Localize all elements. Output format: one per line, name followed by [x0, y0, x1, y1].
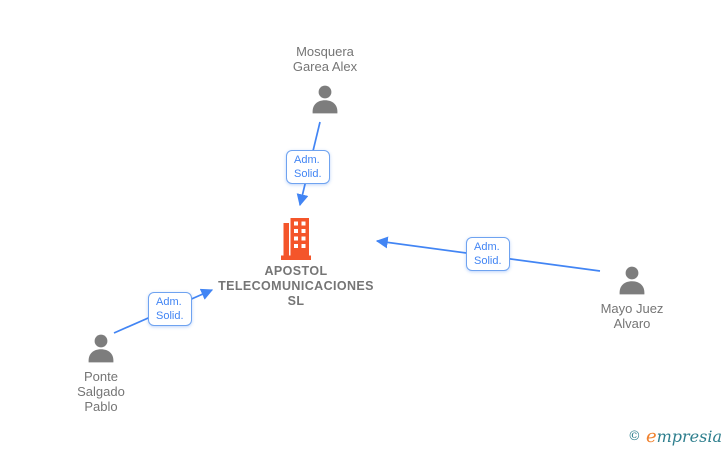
node-person-mosquera[interactable]: Mosquera Garea Alex — [255, 44, 395, 114]
node-company-apostol[interactable]: APOSTOL TELECOMUNICACIONES SL — [216, 218, 376, 309]
person-name-line: Mosquera — [296, 44, 354, 59]
person-name-line: Ponte — [84, 369, 118, 384]
edge-label-line: Adm. — [156, 296, 182, 308]
company-name-line: SL — [287, 294, 305, 308]
person-name-line: Garea Alex — [292, 59, 358, 74]
company-name: APOSTOL TELECOMUNICACIONES SL — [218, 264, 374, 309]
company-name-line: APOSTOL — [264, 264, 328, 278]
building-icon — [281, 218, 311, 260]
company-name-line: TELECOMUNICACIONES — [218, 279, 374, 293]
person-icon — [86, 334, 116, 363]
edge-label-mayo: Adm. Solid. — [466, 237, 510, 271]
edge-label-line: Adm. — [474, 241, 500, 253]
brand-rest: mpresia — [656, 427, 722, 446]
person-icon — [310, 85, 340, 114]
person-name: Mosquera Garea Alex — [293, 44, 357, 74]
node-person-mayo[interactable]: Mayo Juez Alvaro — [562, 266, 702, 331]
person-name: Mayo Juez Alvaro — [601, 301, 664, 331]
person-name-line: Salgado — [77, 384, 125, 399]
edge-label-ponte: Adm. Solid. — [148, 292, 192, 326]
person-icon — [617, 266, 647, 295]
node-person-ponte[interactable]: Ponte Salgado Pablo — [31, 334, 171, 414]
copyright-icon: © — [627, 429, 641, 444]
brand-text: empresia — [645, 426, 722, 447]
person-name-line: Alvaro — [613, 316, 651, 331]
edge-label-line: Adm. — [294, 154, 320, 166]
person-name-line: Mayo Juez — [600, 301, 664, 316]
person-name: Ponte Salgado Pablo — [77, 369, 125, 414]
edge-label-mosquera: Adm. Solid. — [286, 150, 330, 184]
edge-label-line: Solid. — [474, 255, 502, 267]
person-name-line: Pablo — [84, 399, 118, 414]
edge-label-line: Solid. — [294, 168, 322, 180]
empresia-logo[interactable]: © empresia — [628, 426, 722, 447]
brand-first-letter: e — [645, 426, 657, 447]
edge-label-line: Solid. — [156, 310, 184, 322]
